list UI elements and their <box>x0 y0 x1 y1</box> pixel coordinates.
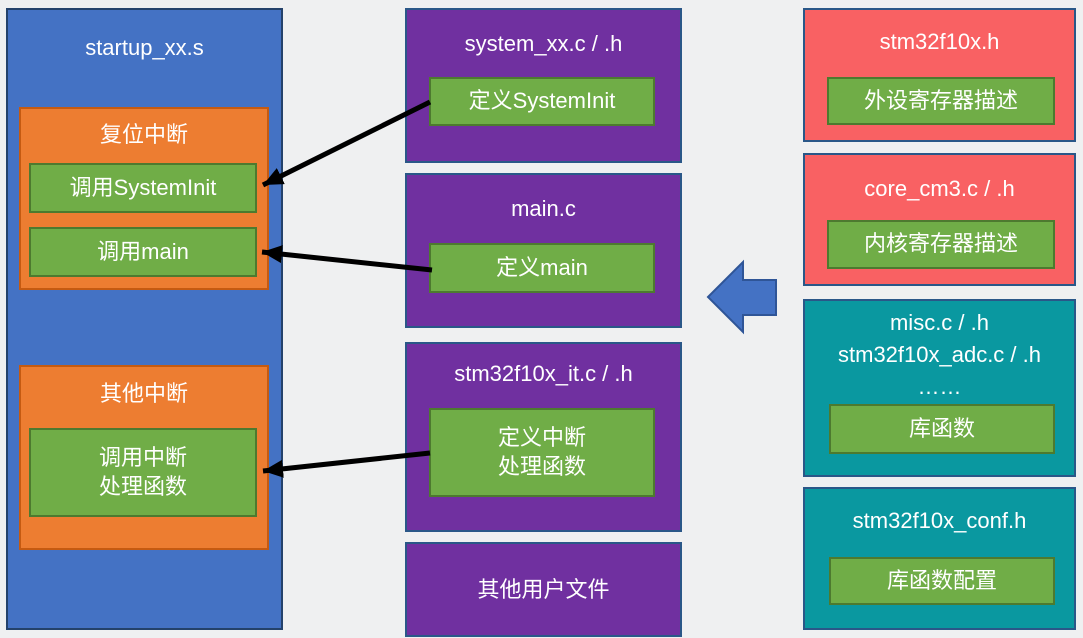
stm32f10x-conf-title: stm32f10x_conf.h <box>852 508 1027 533</box>
it-file-title: stm32f10x_it.c / .h <box>454 361 633 386</box>
stm32f10x-h-title: stm32f10x.h <box>879 29 1000 54</box>
call-main-box: 调用main <box>29 227 257 277</box>
system-file-title: system_xx.c / .h <box>464 31 623 56</box>
big-left-block-arrow <box>706 259 777 335</box>
core-cm3-box: core_cm3.c / .h 内核寄存器描述 <box>803 153 1076 286</box>
call-systeminit-box: 调用SystemInit <box>29 163 257 213</box>
core-register-desc-box: 内核寄存器描述 <box>827 220 1055 269</box>
startup-file-box: startup_xx.s 复位中断 调用SystemInit 调用main 其他… <box>6 8 283 630</box>
define-main-box: 定义main <box>429 243 655 293</box>
core-cm3-title: core_cm3.c / .h <box>864 176 1015 201</box>
it-file-box: stm32f10x_it.c / .h 定义中断 处理函数 <box>405 342 682 532</box>
stm32f10x-conf-box: stm32f10x_conf.h 库函数配置 <box>803 487 1076 630</box>
other-user-files-title: 其他用户文件 <box>477 576 610 602</box>
system-file-box: system_xx.c / .h 定义SystemInit <box>405 8 682 163</box>
misc-library-title: misc.c / .h stm32f10x_adc.c / .h …… <box>838 310 1041 399</box>
main-file-box: main.c 定义main <box>405 173 682 328</box>
startup-file-title: startup_xx.s <box>85 35 204 60</box>
reset-interrupt-title: 复位中断 <box>99 122 188 147</box>
misc-library-box: misc.c / .h stm32f10x_adc.c / .h …… 库函数 <box>803 299 1076 477</box>
reset-interrupt-group: 复位中断 调用SystemInit 调用main <box>19 107 269 290</box>
other-interrupt-title: 其他中断 <box>99 381 188 406</box>
library-functions-box: 库函数 <box>829 404 1055 454</box>
stm32f10x-h-box: stm32f10x.h 外设寄存器描述 <box>803 8 1076 142</box>
peripheral-register-desc-box: 外设寄存器描述 <box>827 77 1055 125</box>
other-user-files-box: 其他用户文件 <box>405 542 682 637</box>
main-file-title: main.c <box>511 196 576 221</box>
call-interrupt-handler-box: 调用中断 处理函数 <box>29 428 257 517</box>
define-interrupt-handler-box: 定义中断 处理函数 <box>429 408 655 497</box>
define-systeminit-box: 定义SystemInit <box>429 77 655 126</box>
library-config-box: 库函数配置 <box>829 557 1055 605</box>
other-interrupt-group: 其他中断 调用中断 处理函数 <box>19 365 269 550</box>
